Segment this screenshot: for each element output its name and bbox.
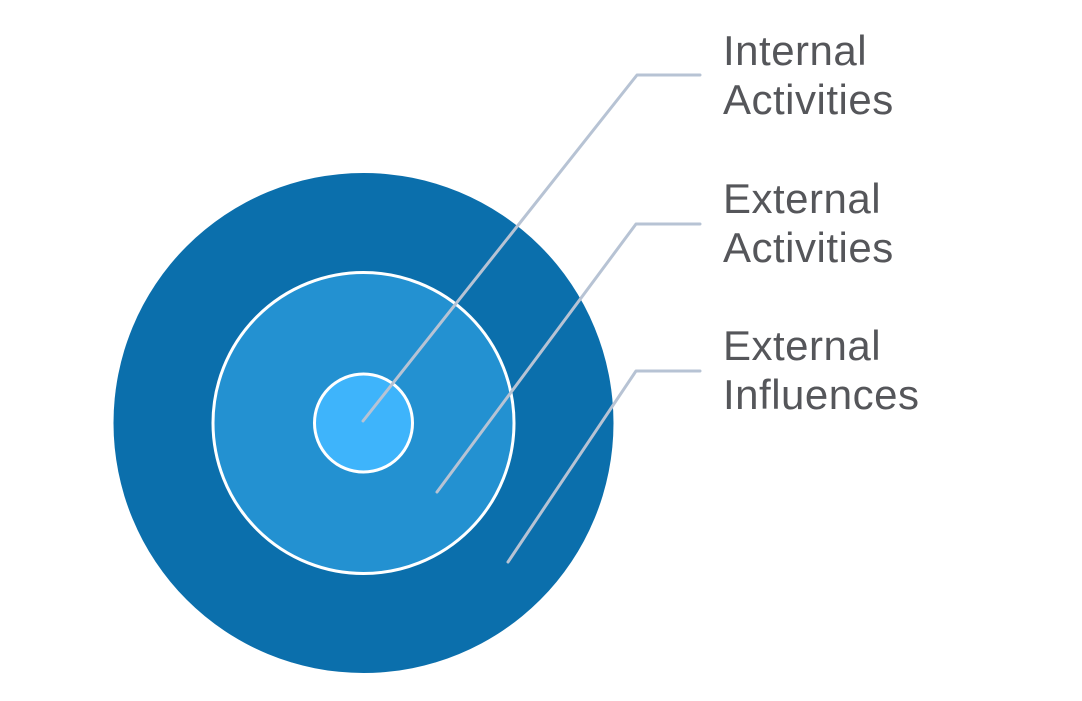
leader-line-internal-activities — [361, 73, 702, 423]
leader-line-external-influences — [506, 369, 702, 564]
label-internal-activities-line1: Internal — [723, 27, 868, 74]
label-external-influences-line2: Influences — [723, 371, 920, 418]
label-internal-activities: Internal Activities — [723, 26, 894, 124]
label-external-influences-line1: External — [723, 322, 882, 369]
label-external-influences: External Influences — [723, 321, 919, 419]
label-external-activities: External Activities — [723, 174, 894, 272]
ring-internal-activities — [313, 372, 414, 474]
label-internal-activities-line2: Activities — [723, 76, 894, 123]
leader-line-external-activities — [435, 222, 702, 494]
label-external-activities-line2: Activities — [723, 224, 894, 271]
label-external-activities-line1: External — [723, 175, 882, 222]
